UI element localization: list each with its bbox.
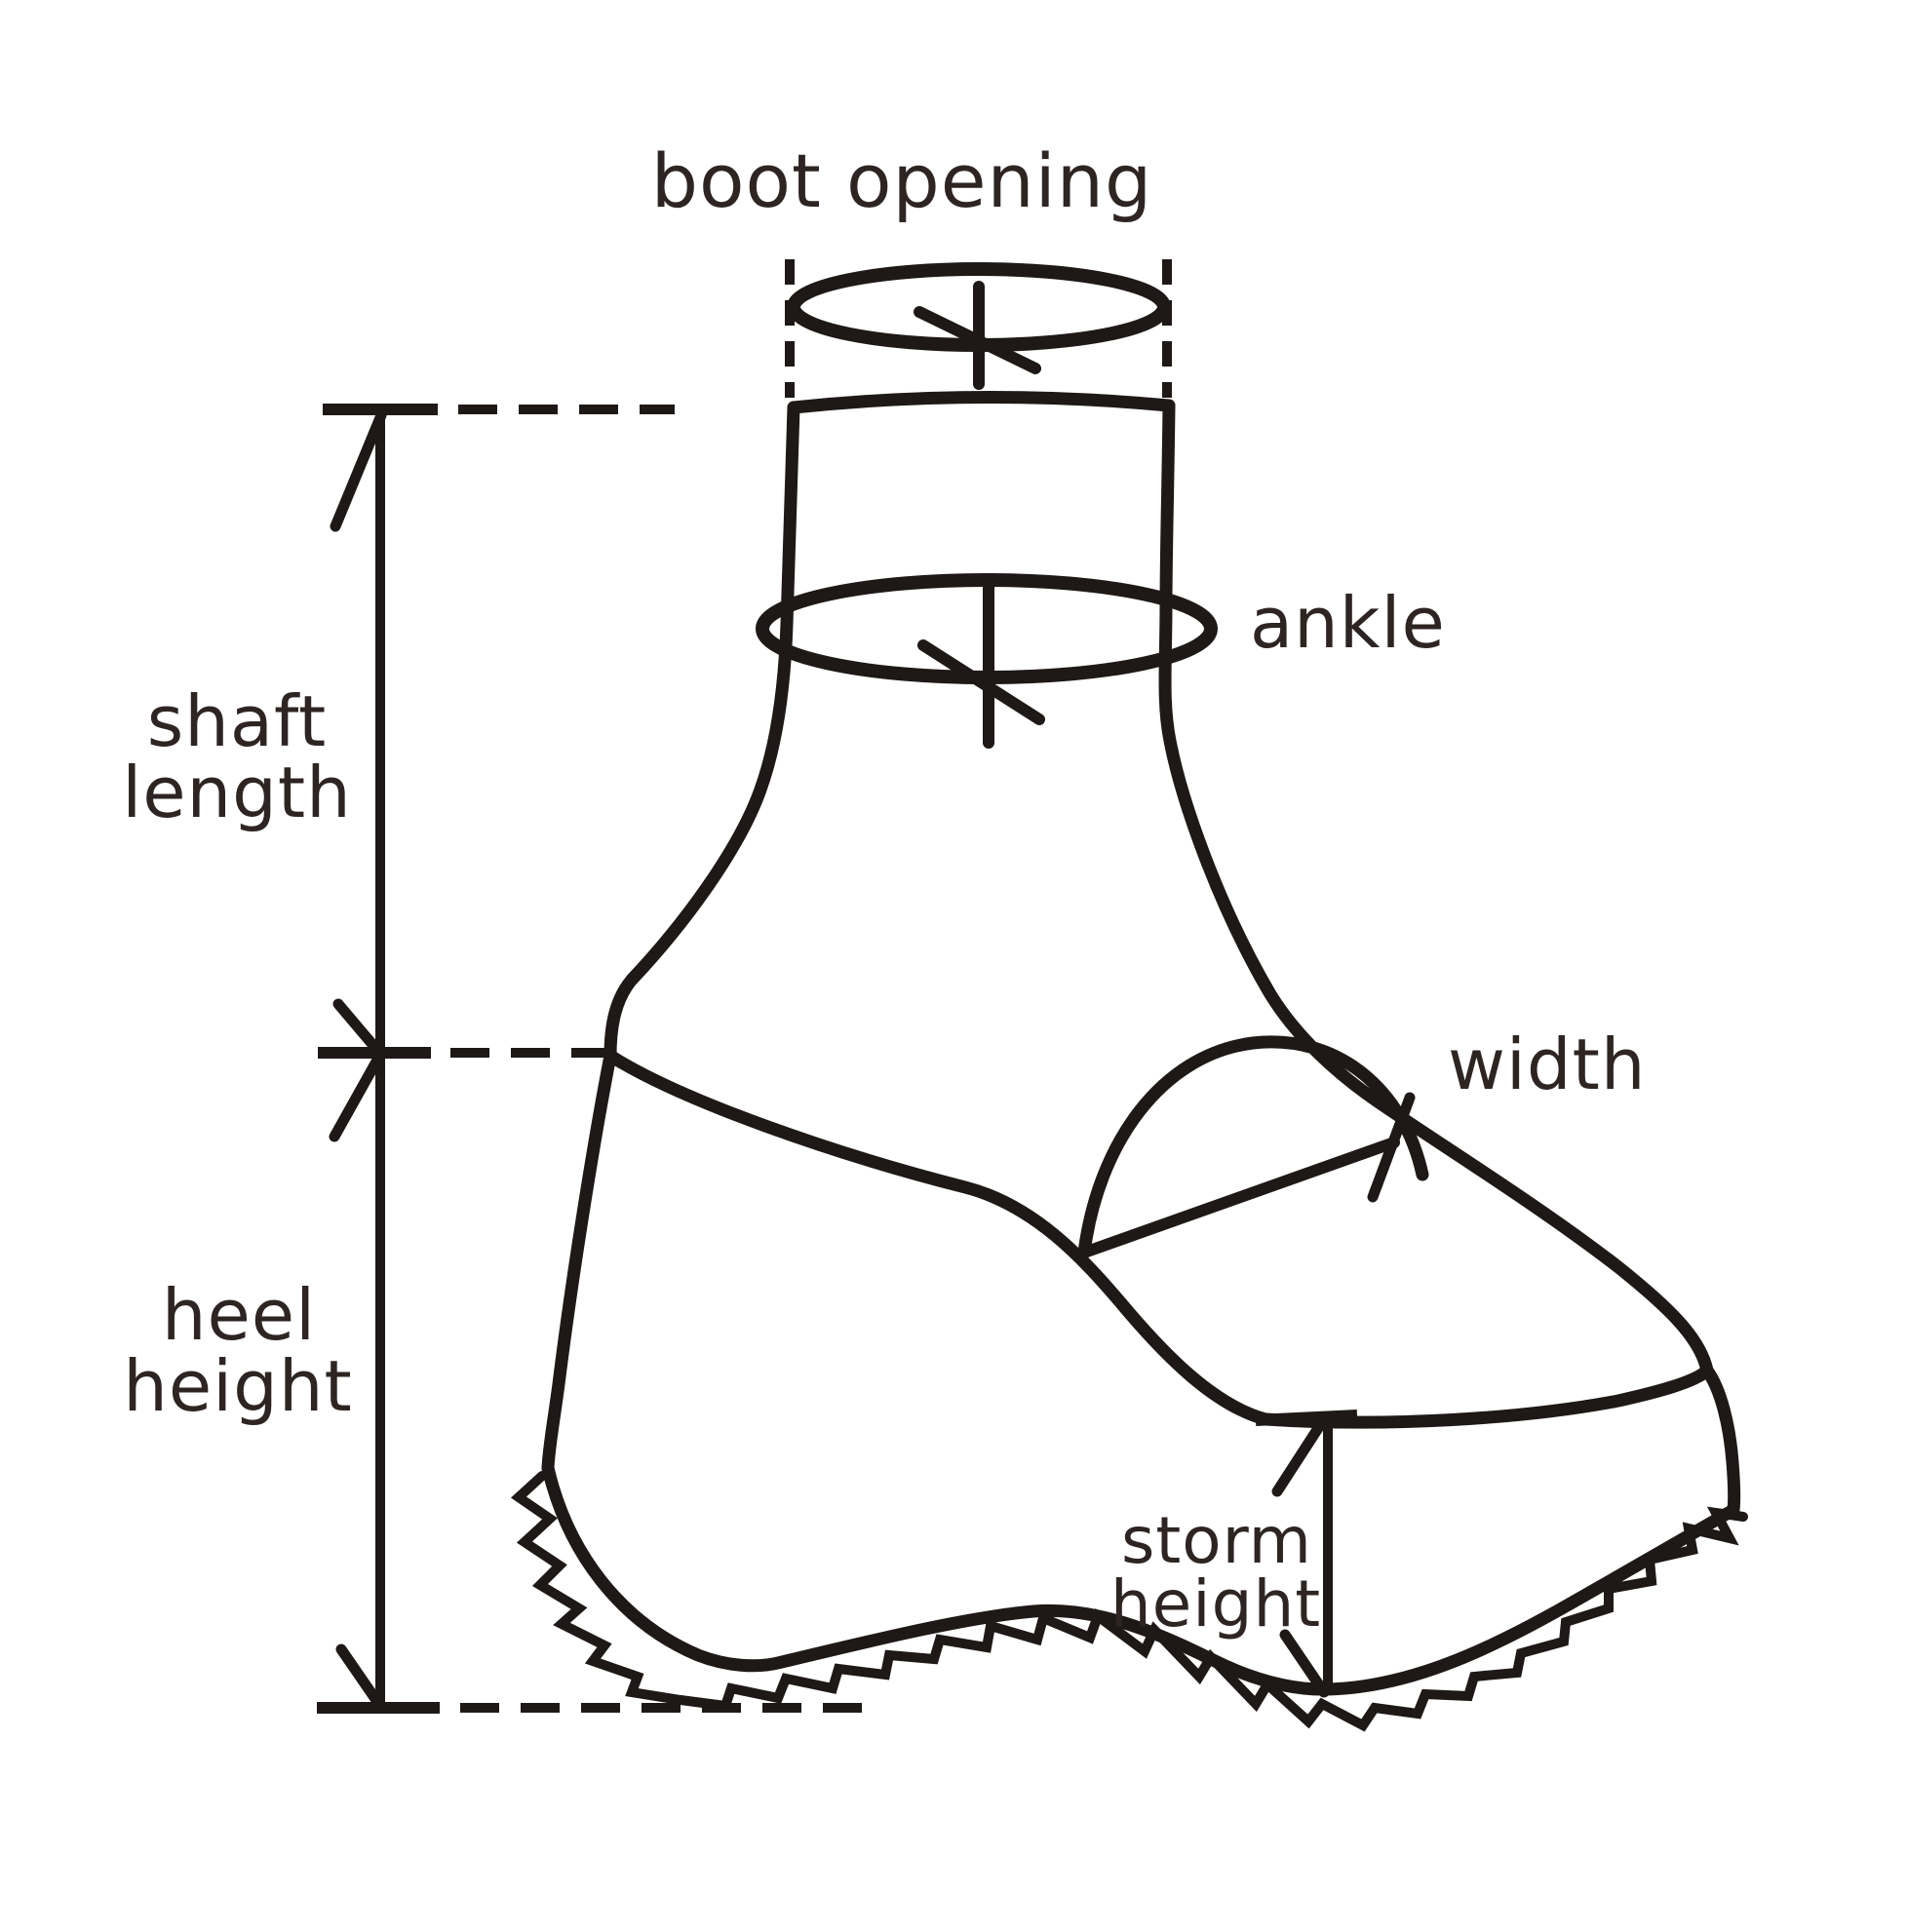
- boot-opening-measure: [785, 259, 1172, 398]
- opening-cross-slash: [914, 306, 1041, 374]
- width-tick: [1367, 1092, 1416, 1203]
- heel-height-label-line2: height: [123, 1345, 353, 1427]
- storm-height-measure: [1255, 1410, 1358, 1698]
- vamp-curve: [603, 1049, 1272, 1426]
- bottom-tick: [335, 1643, 386, 1712]
- storm-top-tick: [1271, 1416, 1328, 1497]
- dimension-left: [317, 404, 868, 1714]
- sole-zigzag-tread: [510, 1471, 1748, 1732]
- shaft-back-line: [603, 401, 800, 1063]
- storm-bottom-tick: [1279, 1629, 1330, 1698]
- mid-tick-lower: [329, 1049, 386, 1142]
- heel-back-line: [541, 1049, 617, 1475]
- boot-outline: [510, 390, 1748, 1732]
- platform-right-edge: [1700, 1364, 1741, 1517]
- storm-height-label-line1: storm: [1121, 1503, 1312, 1578]
- ankle-cross-slash: [917, 639, 1045, 725]
- platform-top-edge: [1259, 1364, 1714, 1429]
- mid-tick-upper: [332, 998, 387, 1061]
- heel-height-label-line1: heel: [162, 1274, 316, 1356]
- top-tick: [330, 409, 387, 532]
- shaft-front-line: [1158, 399, 1714, 1377]
- ankle-label: ankle: [1250, 582, 1446, 664]
- width-girth-arc: [1077, 1035, 1429, 1259]
- shaft-length-label-line2: length: [122, 752, 352, 833]
- storm-height-label-line2: height: [1110, 1566, 1321, 1642]
- width-label: width: [1448, 1024, 1646, 1105]
- shaft-length-label-line1: shaft: [147, 680, 328, 762]
- boot-opening-label: boot opening: [651, 137, 1152, 224]
- width-line: [1078, 1137, 1400, 1258]
- storm-top-solid: [1255, 1410, 1358, 1426]
- ankle-measure: [756, 573, 1218, 749]
- shaft-top-edge: [787, 390, 1176, 414]
- sole-bottom-curve: [541, 1461, 1740, 1696]
- width-measure: [1077, 1035, 1429, 1259]
